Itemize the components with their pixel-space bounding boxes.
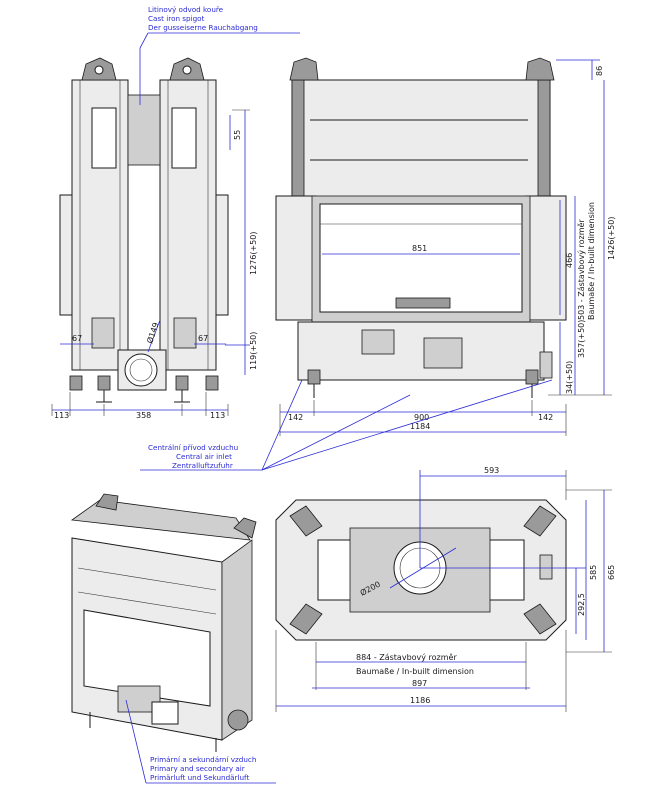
note-flue-de: Der gusseiserne Rauchabgang (148, 23, 258, 32)
front-base (297, 321, 545, 381)
front-view: 86 851 466 503 - Zástavbový rozměr Bauma… (275, 57, 616, 436)
side-air-inlet (124, 353, 158, 387)
side-flue-spigot (127, 94, 161, 166)
dim-897: 897 (412, 679, 427, 688)
dim-55: 55 (233, 130, 242, 140)
side-left-window (91, 107, 117, 169)
note-flue-en: Cast iron spigot (148, 14, 205, 23)
note-air-de: Zentralluftzufuhr (172, 461, 233, 470)
iso-view (70, 493, 257, 752)
dim-665: 665 (607, 565, 616, 580)
dim-593: 593 (484, 466, 499, 475)
dim-1186: 1186 (410, 696, 430, 705)
front-upper-body (291, 79, 551, 199)
dim-1276: 1276(+50) (249, 232, 258, 275)
dim-466: 466 (565, 253, 574, 268)
plan-view: 593 Ø200 585 665 292,5 884 - Zástavbový … (275, 466, 616, 712)
front-door-glass (319, 203, 523, 313)
note-primary-air: Primární a sekundární vzduch Primary and… (125, 699, 276, 784)
note-central-air: Centrální přívod vzduchu Central air inl… (140, 379, 553, 471)
dim-142-right: 142 (538, 413, 553, 422)
front-right-plate (423, 337, 463, 369)
dim-34: 34(+50) (565, 361, 574, 394)
dim-119: 119(+50) (249, 332, 258, 370)
iso-air-inlet (227, 709, 249, 731)
note-primary-en: Primary and secondary air (150, 764, 245, 773)
dim-358: 358 (136, 411, 151, 420)
front-right-handle (525, 57, 555, 81)
front-left-handle (289, 57, 319, 81)
note-primary-cz: Primární a sekundární vzduch (150, 755, 256, 764)
dim-113-left: 113 (54, 411, 69, 420)
dim-851: 851 (412, 244, 427, 253)
dim-86: 86 (595, 66, 604, 76)
side-view: 55 1276(+50) 119(+50) Ø149 67 67 113 358… (51, 48, 258, 420)
dim-503: 503 - Zástavbový rozměr (577, 219, 586, 320)
dim-292: 292,5 (577, 593, 586, 616)
side-left-box (91, 317, 115, 349)
dim-113-right: 113 (210, 411, 225, 420)
dim-67-right: 67 (198, 334, 208, 343)
note-flue-cz: Litinový odvod kouře (148, 5, 224, 14)
iso-top (70, 499, 251, 541)
dim-585: 585 (589, 565, 598, 580)
iso-door-glass (83, 609, 211, 707)
note-air-en: Central air inlet (176, 452, 232, 461)
dim-884-de: Baumaße / In-built dimension (356, 667, 474, 676)
note-primary-de: Primärluft und Sekundärluft (150, 773, 249, 782)
iso-side (221, 539, 253, 741)
dim-67-left: 67 (72, 334, 82, 343)
dim-1426: 1426(+50) (607, 217, 616, 260)
dim-503-de: Baumaße / In-built dimension (587, 202, 596, 320)
iso-right-handle (233, 517, 257, 539)
iso-left-handle (95, 493, 119, 511)
dim-900: 900 (414, 413, 429, 422)
note-flue: Litinový odvod kouře Cast iron spigot De… (139, 5, 300, 49)
note-air-cz: Centrální přívod vzduchu (148, 443, 238, 452)
front-door-handle (395, 297, 451, 309)
dim-1184: 1184 (410, 422, 430, 431)
front-left-plate (361, 329, 395, 355)
side-right-window (171, 107, 197, 169)
side-right-box (173, 317, 197, 349)
dim-357: 357(+50) (577, 320, 586, 358)
dim-142-left: 142 (288, 413, 303, 422)
dim-884: 884 - Zástavbový rozměr (356, 653, 457, 662)
dim-149: Ø149 (144, 321, 160, 345)
